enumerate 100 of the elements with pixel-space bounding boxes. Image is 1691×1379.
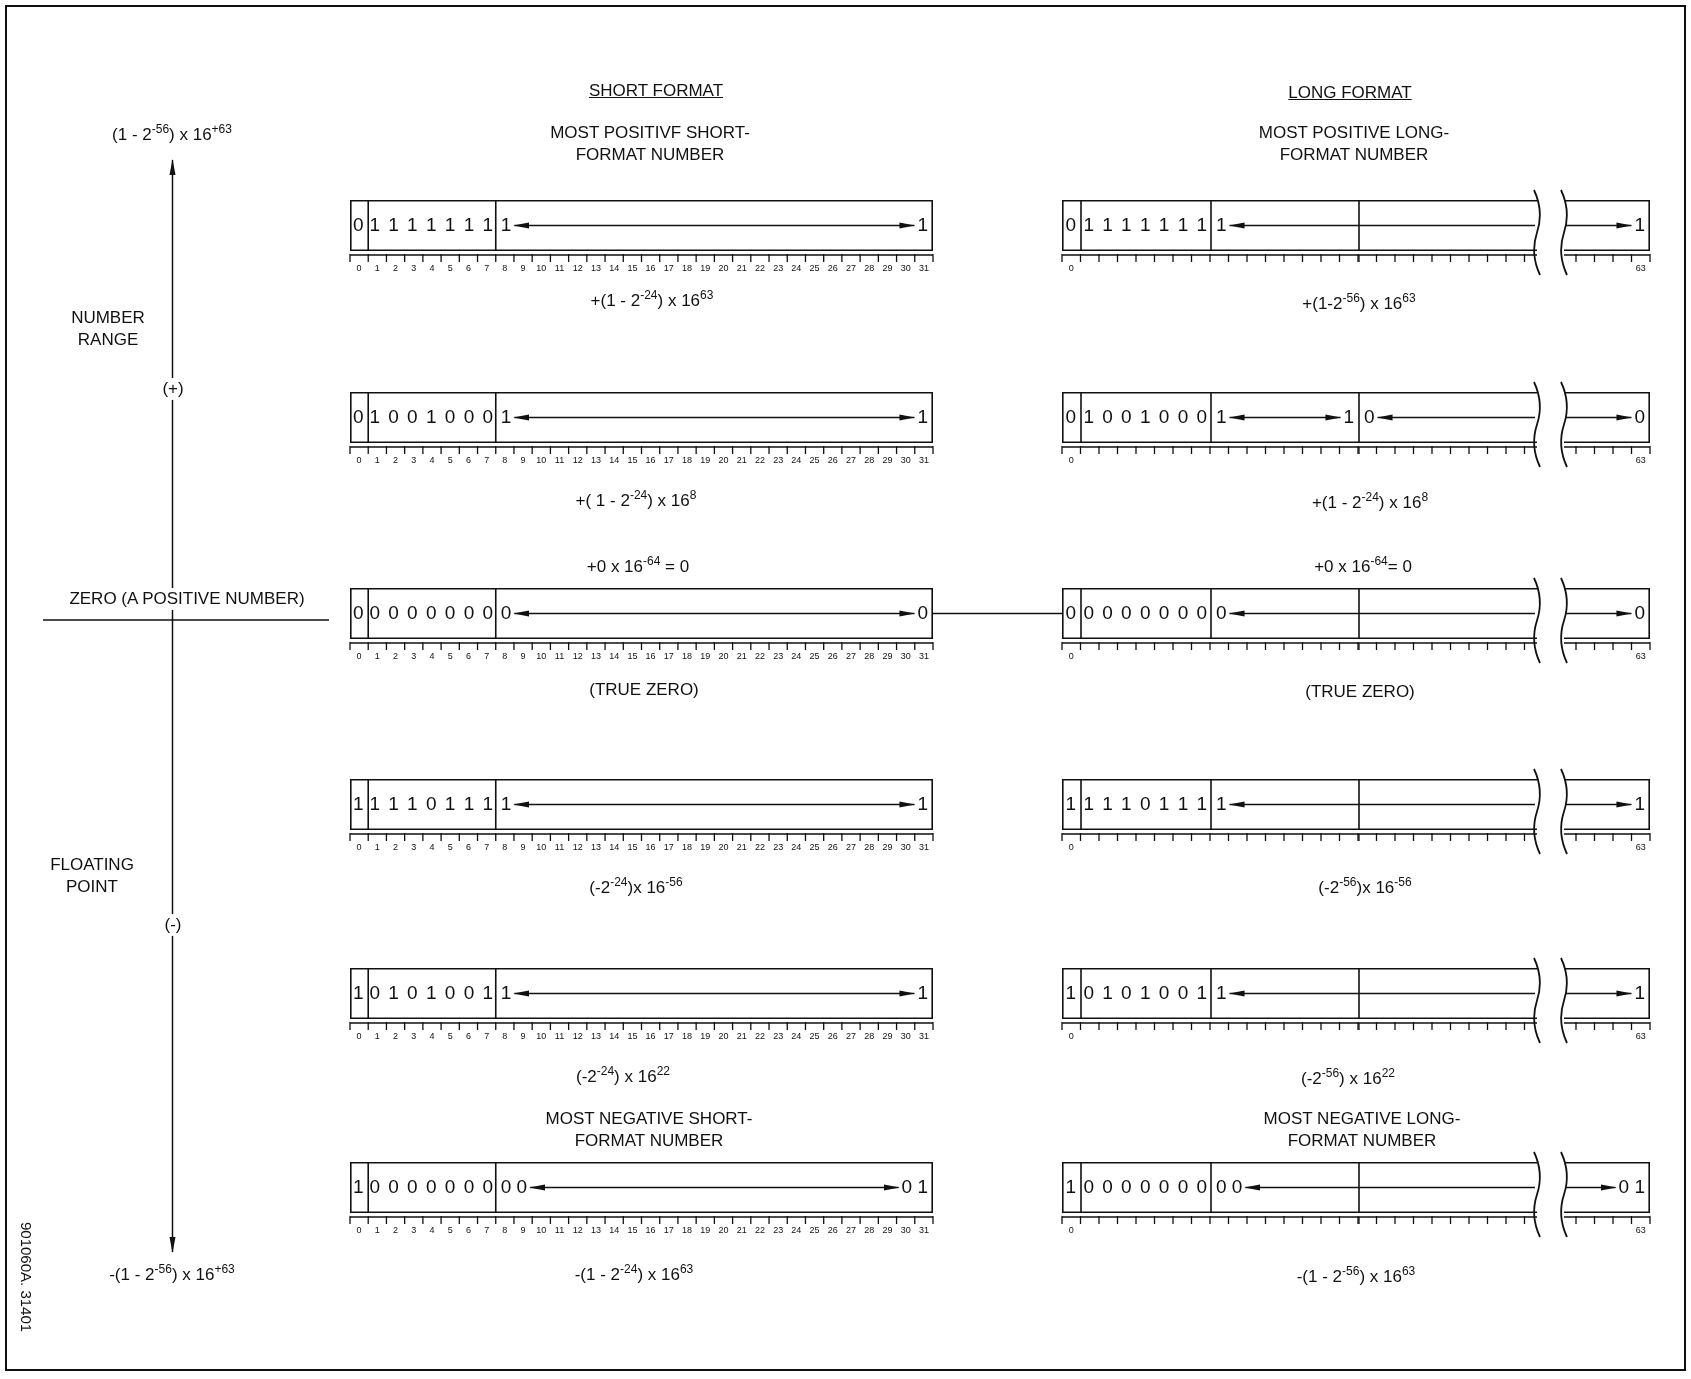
bit-number: 2 bbox=[393, 455, 399, 465]
bit-number: 14 bbox=[609, 1031, 620, 1041]
row-caption: MOST POSITIVE LONG- FORMAT NUMBER bbox=[1257, 122, 1451, 166]
bit-number: 16 bbox=[645, 1031, 656, 1041]
bit-number: 22 bbox=[754, 842, 765, 852]
fraction-bits: 0 0 bbox=[1216, 1175, 1243, 1199]
bit-number: 13 bbox=[590, 1225, 601, 1235]
bit-number: 0 bbox=[356, 1031, 362, 1041]
axis-label: NUMBER RANGE bbox=[70, 307, 146, 351]
bit-number: 63 bbox=[1635, 1225, 1646, 1235]
bit-number: 10 bbox=[536, 263, 547, 273]
bit-number: 11 bbox=[554, 842, 565, 852]
bit-number: 27 bbox=[846, 651, 856, 661]
value-expression: +(1-2$^{-56}$) x 16$^{63}$ bbox=[1302, 293, 1416, 315]
bit-number: 24 bbox=[791, 1031, 802, 1041]
fraction-bits: 1 bbox=[500, 405, 512, 429]
exponent-bits: 1 1 1 0 1 1 1 bbox=[368, 792, 496, 816]
register-box bbox=[1062, 200, 1650, 251]
register-box bbox=[1062, 588, 1650, 639]
bit-number: 23 bbox=[773, 455, 784, 465]
bit-number: 1 bbox=[374, 263, 380, 273]
row-caption: MOST NEGATIVE SHORT- FORMAT NUMBER bbox=[544, 1108, 754, 1152]
bit-number: 14 bbox=[609, 1225, 620, 1235]
bit-number: 15 bbox=[627, 842, 638, 852]
bit-number: 18 bbox=[682, 1031, 693, 1041]
fraction-bits: 0 bbox=[500, 601, 512, 625]
bit-number: 28 bbox=[864, 455, 875, 465]
bit-number: 18 bbox=[682, 263, 693, 273]
row-caption: MOST NEGATIVE LONG- FORMAT NUMBER bbox=[1262, 1108, 1462, 1152]
fraction-bits: 1 bbox=[1216, 792, 1227, 816]
sign-bit: 1 bbox=[1064, 1175, 1079, 1199]
fraction-bits: 1 bbox=[917, 405, 928, 429]
bit-number: 15 bbox=[627, 455, 638, 465]
fraction-bits: 1 bbox=[917, 981, 928, 1005]
bit-number: 10 bbox=[536, 651, 547, 661]
bit-number: 15 bbox=[627, 651, 638, 661]
bit-number: 6 bbox=[465, 263, 471, 273]
bit-number: 18 bbox=[682, 842, 693, 852]
bit-number: 9 bbox=[520, 1225, 526, 1235]
bit-number: 63 bbox=[1635, 263, 1646, 273]
value-expression: +( 1 - 2$^{-24}$) x 16$^{8}$ bbox=[575, 490, 697, 512]
bit-number: 12 bbox=[572, 455, 583, 465]
fraction-bits: 1 bbox=[1634, 792, 1645, 816]
bit-number: 11 bbox=[554, 263, 565, 273]
bit-number: 15 bbox=[627, 263, 638, 273]
bit-number: 18 bbox=[682, 651, 693, 661]
exponent-bits: 0 0 0 0 0 0 0 bbox=[1082, 1175, 1210, 1199]
bit-number: 23 bbox=[773, 263, 784, 273]
bit-number: 11 bbox=[554, 651, 565, 661]
bit-number: 26 bbox=[827, 651, 838, 661]
bit-number: 14 bbox=[609, 651, 620, 661]
bit-number: 5 bbox=[447, 263, 453, 273]
fraction-bits: 0 1 bbox=[901, 1175, 928, 1199]
bit-number: 22 bbox=[754, 263, 765, 273]
fraction-bits: 0 bbox=[1364, 405, 1375, 429]
bit-number: 6 bbox=[465, 455, 471, 465]
bit-number: 17 bbox=[663, 651, 674, 661]
exponent-bits: 0 0 0 0 0 0 0 bbox=[368, 601, 496, 625]
fraction-bits: 1 bbox=[1216, 405, 1227, 429]
value-expression: -(1 - 2$^{-24}$) x 16$^{63}$ bbox=[574, 1264, 694, 1286]
bit-number: 25 bbox=[809, 1031, 820, 1041]
row-caption: (TRUE ZERO) bbox=[1305, 681, 1415, 703]
bit-number: 5 bbox=[447, 1225, 453, 1235]
value-expression: +(1 - 2$^{-24}$) x 16$^{63}$ bbox=[590, 290, 714, 312]
bit-number: 30 bbox=[900, 651, 911, 661]
fraction-bits: 0 bbox=[917, 601, 928, 625]
bit-number: 3 bbox=[411, 1225, 417, 1235]
bit-number: 13 bbox=[590, 263, 601, 273]
bit-number: 0 bbox=[1068, 1225, 1074, 1235]
bit-number: 1 bbox=[374, 455, 380, 465]
register-box bbox=[1062, 968, 1650, 1019]
bit-number: 17 bbox=[663, 455, 674, 465]
bit-number: 25 bbox=[809, 263, 820, 273]
bit-number: 25 bbox=[809, 455, 820, 465]
bit-number: 0 bbox=[356, 842, 362, 852]
bit-number: 1 bbox=[374, 651, 380, 661]
bit-number: 26 bbox=[827, 1225, 838, 1235]
fraction-bits: 1 bbox=[1343, 405, 1354, 429]
bit-number: 4 bbox=[429, 651, 435, 661]
range-limit: (1 - 2$^{-56}$) x 16$^{+63}$ bbox=[112, 124, 232, 146]
bit-number: 6 bbox=[465, 651, 471, 661]
fraction-bits: 1 bbox=[1216, 981, 1227, 1005]
exponent-bits: 0 0 0 0 0 0 0 bbox=[368, 1175, 496, 1199]
register-box bbox=[350, 968, 933, 1019]
bit-number: 31 bbox=[918, 455, 929, 465]
bit-number: 10 bbox=[536, 455, 547, 465]
bit-number: 2 bbox=[393, 1225, 399, 1235]
bit-number: 10 bbox=[536, 1225, 547, 1235]
bit-number: 0 bbox=[356, 263, 362, 273]
sign-bit: 0 bbox=[1064, 601, 1079, 625]
bit-number: 16 bbox=[645, 842, 656, 852]
bit-number: 7 bbox=[484, 842, 490, 852]
bit-number: 63 bbox=[1635, 455, 1646, 465]
bit-number: 3 bbox=[411, 1031, 417, 1041]
bit-number: 30 bbox=[900, 1225, 911, 1235]
row-caption: ZERO (A POSITIVE NUMBER) bbox=[67, 588, 307, 610]
bit-number: 28 bbox=[864, 1225, 875, 1235]
bit-number: 7 bbox=[484, 263, 490, 273]
bit-number: 31 bbox=[918, 263, 929, 273]
bit-number: 17 bbox=[663, 263, 674, 273]
